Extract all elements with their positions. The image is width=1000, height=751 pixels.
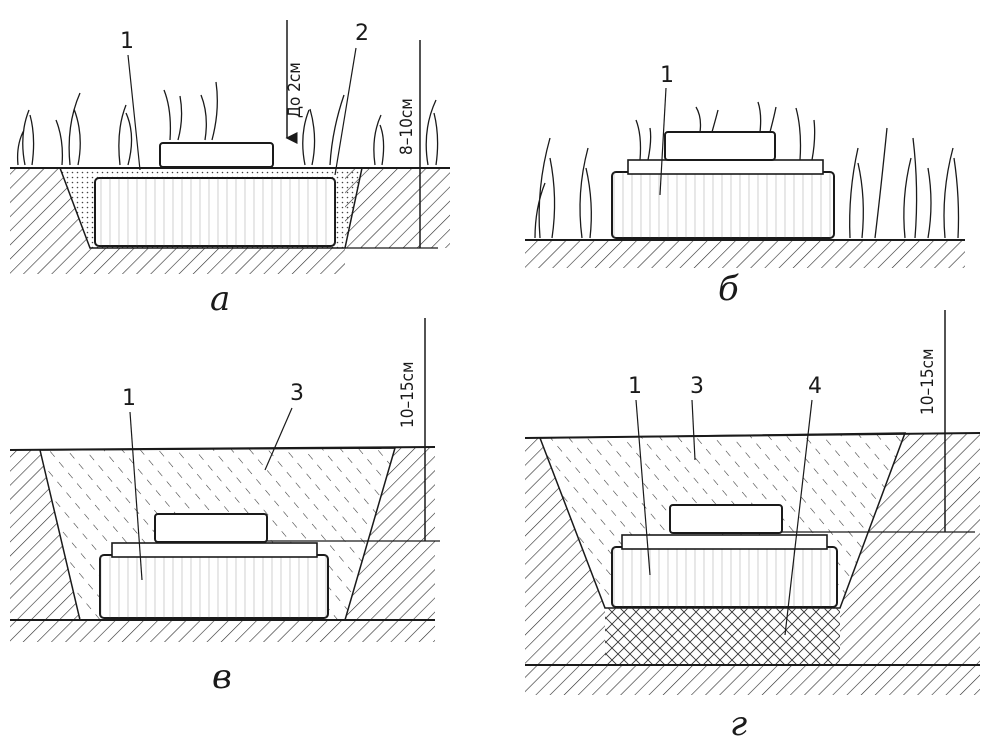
panel-a: До 2см 8–10см 1 2 а	[10, 20, 450, 319]
compacted-layer	[605, 608, 840, 665]
dim-depth-label: 10–15см	[918, 348, 938, 415]
mine-fuze-cap	[154, 513, 268, 543]
surface-line	[524, 432, 981, 439]
ground-left	[10, 168, 90, 248]
dim-top-label: До 2см	[285, 62, 305, 118]
surface-line	[9, 446, 436, 451]
mine-fuze-cap	[669, 504, 783, 534]
label-1: 1	[122, 386, 136, 411]
label-4: 4	[808, 374, 822, 399]
label-1: 1	[628, 374, 642, 399]
grass	[16, 81, 439, 166]
ground-left	[10, 450, 80, 620]
panel-b: 1 б	[525, 63, 965, 309]
dim-depth-label: 10–15см	[398, 361, 418, 428]
ground-left	[525, 438, 605, 665]
mine-fuze-cap	[664, 131, 776, 161]
caption-a: а	[210, 279, 230, 319]
ground-hatch	[10, 248, 345, 274]
panel-g: 10–15см 1 3 4 г	[524, 310, 981, 744]
mine-fuze-cap	[159, 142, 274, 168]
label-3: 3	[690, 374, 704, 399]
ground-right	[345, 168, 450, 248]
label-2: 2	[355, 21, 369, 46]
ground-hatch	[525, 240, 965, 268]
dim-depth-label: 8–10см	[397, 98, 417, 155]
panel-v: 10–15см 1 3 в	[9, 318, 440, 697]
ground-hatch	[10, 620, 435, 642]
label-3: 3	[290, 381, 304, 406]
grass	[534, 101, 960, 239]
caption-g: г	[730, 704, 747, 744]
ground-right	[345, 448, 435, 620]
caption-b: б	[718, 269, 739, 309]
label-1: 1	[660, 63, 674, 88]
caption-v: в	[212, 657, 232, 697]
ground-hatch	[525, 665, 980, 695]
label-1: 1	[120, 29, 134, 54]
